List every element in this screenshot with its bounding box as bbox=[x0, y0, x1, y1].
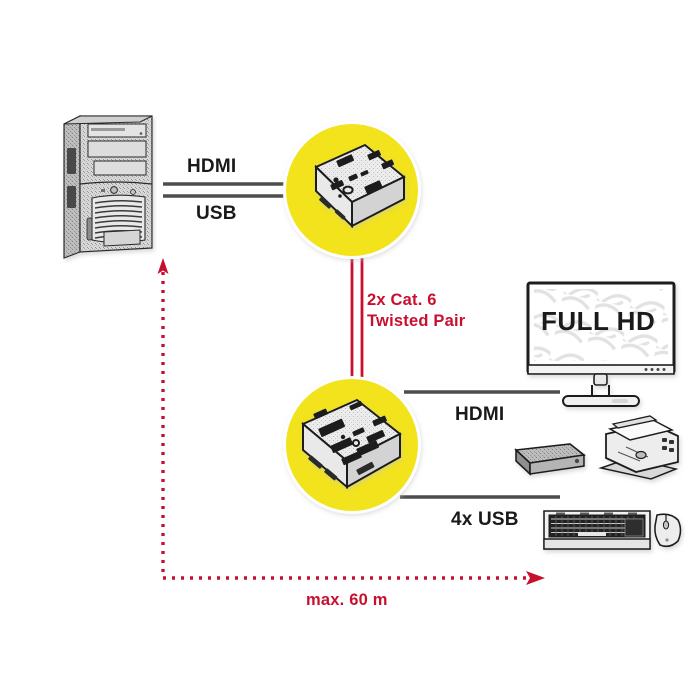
extender-transmitter-icon bbox=[314, 143, 406, 229]
extender-transmitter-node bbox=[283, 121, 421, 259]
label-cat6-line2: Twisted Pair bbox=[367, 312, 466, 330]
external-hdd-icon bbox=[514, 443, 586, 476]
desktop-tower-icon bbox=[63, 115, 153, 259]
label-cat6-line1: 2x Cat. 6 bbox=[367, 291, 437, 309]
label-usb-source: USB bbox=[196, 203, 237, 224]
label-max-distance: max. 60 m bbox=[306, 591, 388, 609]
cable-cat6-twisted-pair bbox=[349, 250, 365, 392]
mouse-icon bbox=[654, 513, 682, 548]
distance-measure-line bbox=[157, 258, 545, 585]
extender-receiver-node bbox=[283, 376, 421, 514]
cable-pc-to-transmitter bbox=[163, 180, 300, 200]
label-hdmi-source: HDMI bbox=[187, 156, 237, 177]
arrow-head-up bbox=[157, 258, 169, 274]
keyboard-icon bbox=[543, 510, 651, 550]
arrow-head-right bbox=[526, 571, 545, 585]
label-hdmi-destination: HDMI bbox=[455, 404, 505, 425]
label-usb-destination: 4x USB bbox=[451, 509, 519, 530]
label-monitor-screen: FULL HD bbox=[541, 306, 656, 336]
monitor-icon bbox=[526, 281, 676, 407]
printer-icon bbox=[598, 415, 679, 480]
extender-receiver-icon bbox=[301, 398, 402, 490]
